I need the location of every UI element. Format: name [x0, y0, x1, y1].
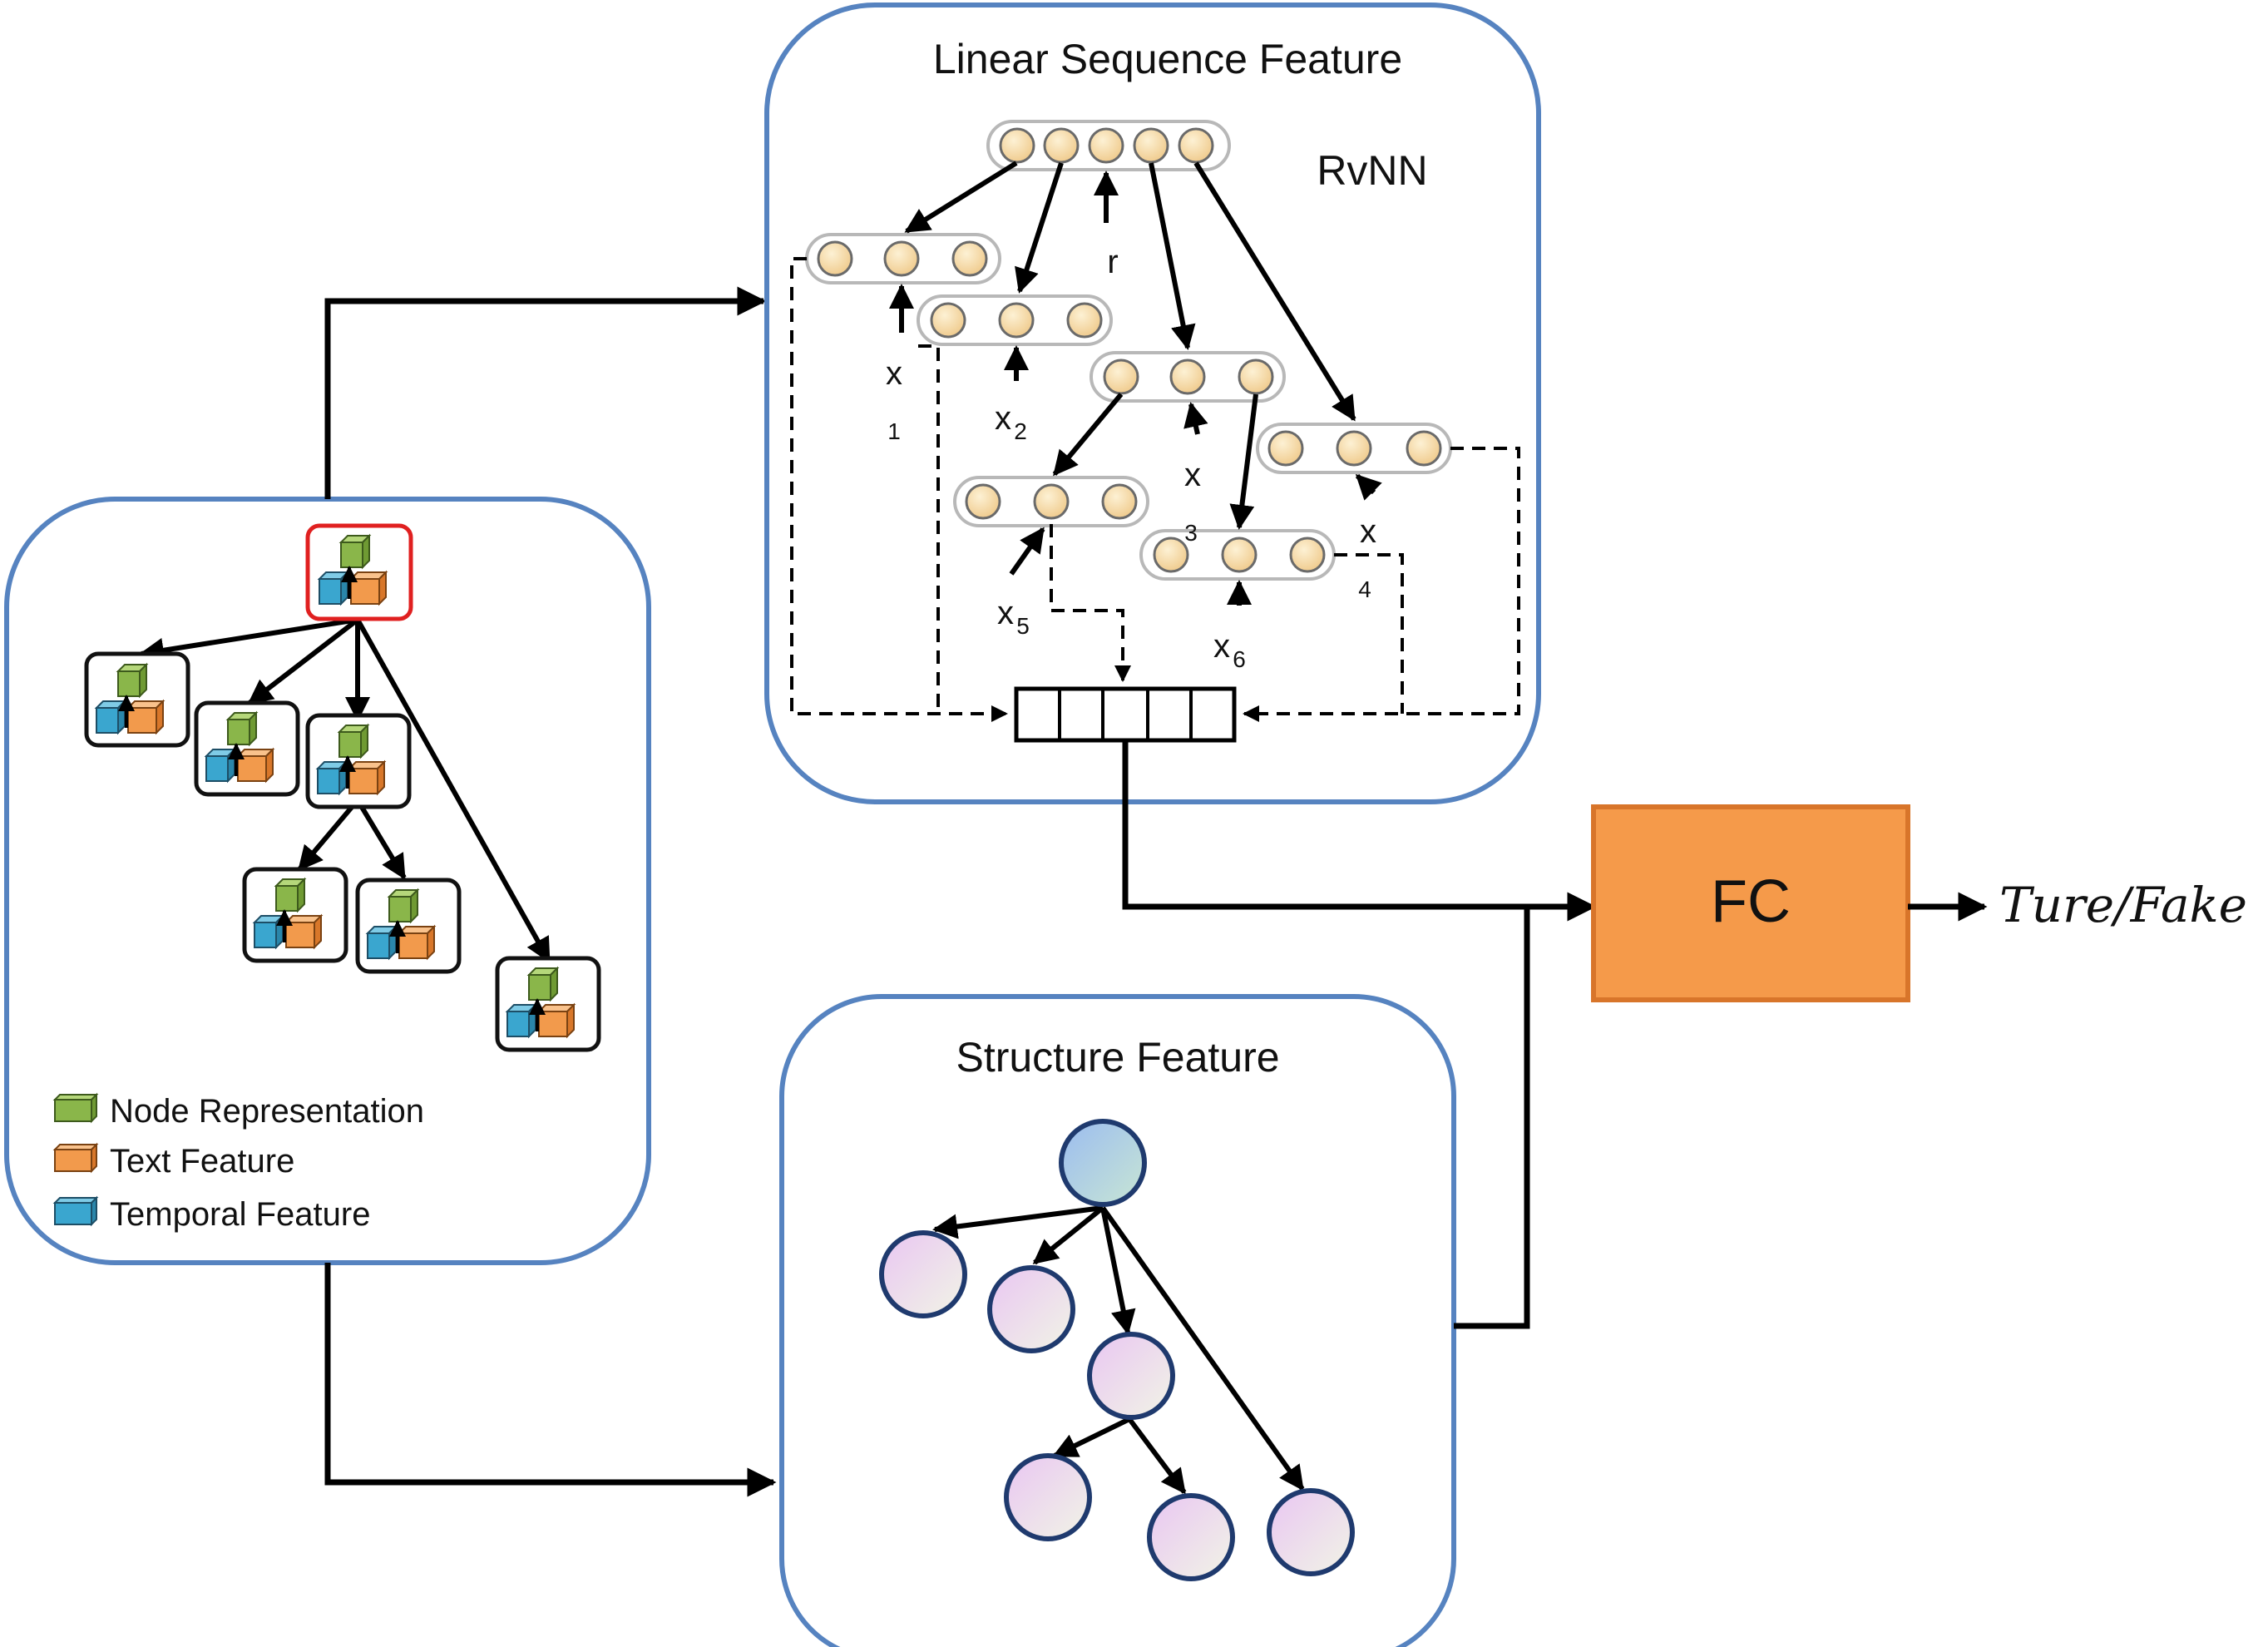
rvnn-unit-x4: [1256, 423, 1452, 474]
structure-child-node-1: [879, 1230, 967, 1318]
label-x5-subscript: 5: [1016, 613, 1030, 639]
label-x4: x: [1360, 513, 1376, 550]
connector-input-to-structure: [324, 1263, 777, 1497]
input-child-node-2: [194, 700, 300, 797]
structure-root-node: [1059, 1119, 1147, 1207]
dashed-pooling-connectors: [790, 257, 1520, 722]
label-x6-subscript: 6: [1233, 646, 1246, 672]
input-grandchild-node-2: [355, 878, 462, 974]
input-tree-edges: [139, 617, 551, 963]
rvnn-unit-x2: [917, 294, 1113, 346]
legend: Node Representation Text Feature Tempora…: [52, 1092, 424, 1233]
legend-node-representation-label: Node Representation: [110, 1093, 424, 1130]
connector-input-to-linear: [324, 286, 767, 499]
rvnn-input-arrows: [889, 171, 1382, 606]
input-root-node: [305, 523, 413, 621]
rvnn-unit-x6: [1139, 529, 1336, 581]
label-x1-subscript: 1: [887, 418, 901, 444]
structure-tree-edges: [932, 1205, 1305, 1495]
legend-temporal-feature-swatch: [52, 1195, 99, 1227]
output-label: Ture/Fake: [1999, 877, 2247, 933]
legend-temporal-feature-label: Temporal Feature: [110, 1196, 370, 1233]
structure-grandchild-node-1: [1004, 1453, 1092, 1541]
rvnn-label: RvNN: [1317, 147, 1427, 194]
structure-grandchild-node-2: [1147, 1493, 1235, 1581]
rvnn-unit-x1: [805, 233, 1001, 284]
fc-label: FC: [1711, 868, 1791, 935]
label-x1: x: [886, 355, 902, 392]
input-child-node-4: [495, 956, 601, 1052]
label-x3-subscript: 3: [1184, 520, 1198, 546]
connector-linear-to-fc: [1122, 740, 1597, 922]
rvnn-unit-x3: [1090, 351, 1286, 403]
input-child-node-1: [84, 651, 190, 748]
label-x2-subscript: 2: [1014, 418, 1027, 444]
connector-structure-to-fc: [1454, 907, 1530, 1329]
legend-text-feature-label: Text Feature: [110, 1143, 294, 1180]
rvnn-unit-x5: [953, 476, 1149, 527]
linear-sequence-title: Linear Sequence Feature: [933, 36, 1402, 82]
structure-child-node-2: [987, 1265, 1075, 1353]
structure-child-node-4: [1267, 1488, 1355, 1576]
label-x4-subscript: 4: [1358, 576, 1371, 602]
input-grandchild-node-1: [242, 867, 348, 963]
linear-sequence-panel: [764, 2, 1541, 804]
label-r: r: [1107, 244, 1118, 280]
structure-feature-title: Structure Feature: [956, 1034, 1279, 1081]
structure-feature-panel: [779, 994, 1456, 1647]
legend-text-feature-swatch: [52, 1142, 99, 1174]
label-x5: x: [997, 595, 1014, 631]
input-child-node-3: [305, 713, 412, 809]
rvnn-root-unit: [986, 120, 1231, 171]
legend-node-representation-swatch: [52, 1092, 99, 1124]
label-x3: x: [1184, 457, 1201, 493]
label-x2: x: [995, 400, 1011, 437]
pooling-vector: [1014, 686, 1237, 743]
label-x6: x: [1213, 628, 1230, 665]
rvnn-tree-arrows: [904, 161, 1356, 530]
fc-layer: [1591, 804, 1910, 1002]
structure-child-node-3: [1087, 1332, 1175, 1420]
